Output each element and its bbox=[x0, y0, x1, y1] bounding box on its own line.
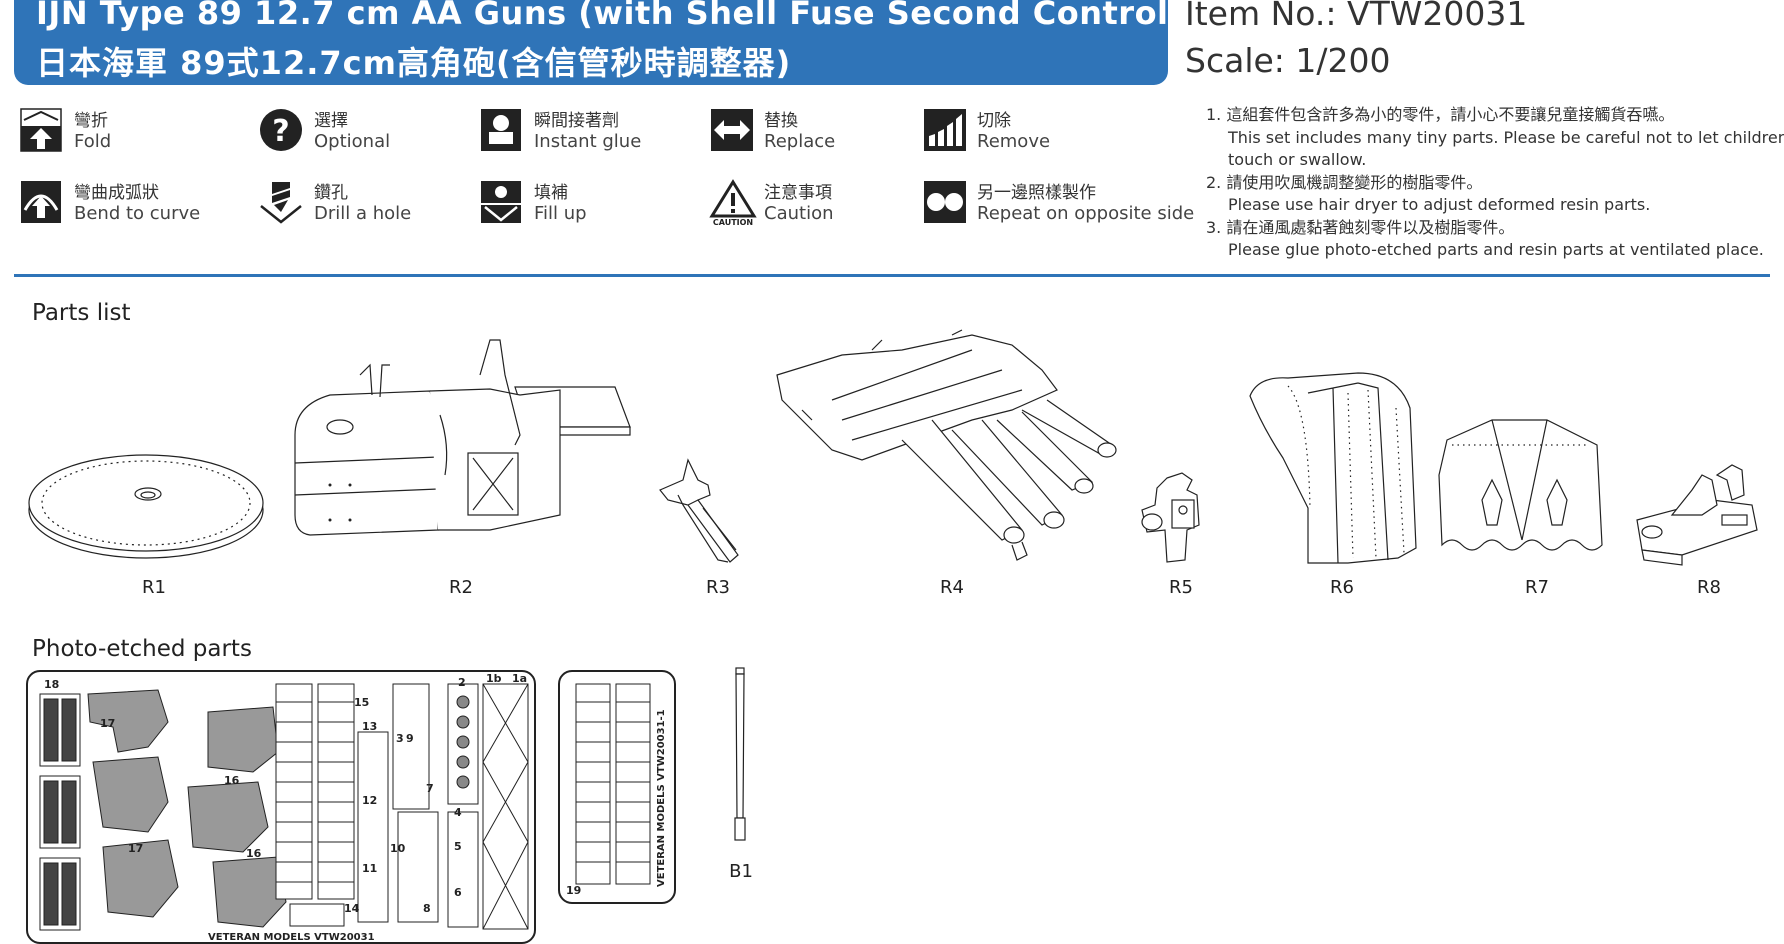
part-r6-label: R6 bbox=[1330, 577, 1354, 598]
pe-num-15: 15 bbox=[354, 696, 369, 709]
pe-num-19: 19 bbox=[566, 884, 581, 897]
title-banner: IJN Type 89 12.7 cm AA Guns (with Shell … bbox=[14, 0, 1233, 85]
pe-num-1b: 1b bbox=[486, 672, 502, 685]
note-2-zh: 2. 請使用吹風機調整變形的樹脂零件。 bbox=[1206, 172, 1483, 192]
part-r1-label: R1 bbox=[142, 577, 166, 598]
pe-num-17b: 17 bbox=[128, 842, 143, 855]
legend-instant-glue-zh: 瞬間接著劑 bbox=[534, 111, 619, 131]
part-r7-label: R7 bbox=[1525, 577, 1549, 598]
pe-num-10: 10 bbox=[390, 842, 406, 855]
bend-to-curve-icon bbox=[21, 181, 61, 223]
optional-icon: ? bbox=[260, 109, 302, 151]
part-r3-drawing bbox=[659, 458, 739, 563]
part-r1-drawing bbox=[28, 454, 264, 559]
legend-replace-en: Replace bbox=[764, 131, 836, 152]
pe-num-2: 2 bbox=[458, 676, 466, 689]
legend-bend-zh: 彎曲成弧狀 bbox=[74, 183, 159, 203]
legend-fold-zh: 彎折 bbox=[74, 111, 108, 131]
pe-num-5: 5 bbox=[454, 840, 462, 853]
part-r5-drawing bbox=[1141, 472, 1200, 563]
legend-drill-zh: 鑽孔 bbox=[314, 183, 348, 203]
pe-num-7: 7 bbox=[426, 782, 434, 795]
legend-remove-en: Remove bbox=[977, 131, 1051, 152]
pe-num-1a: 1a bbox=[512, 672, 527, 685]
pe-fret-main-brand: VETERAN MODELS VTW20031 bbox=[208, 932, 375, 943]
pe-num-17a: 17 bbox=[100, 717, 115, 730]
pe-num-16a: 16 bbox=[224, 774, 240, 787]
part-r8-label: R8 bbox=[1697, 577, 1721, 598]
parts-list-title: Parts list bbox=[32, 300, 131, 326]
pe-num-12: 12 bbox=[362, 794, 377, 807]
pe-num-8: 8 bbox=[423, 902, 431, 915]
pe-fret-secondary-drawing: 19 VETERAN MODELS VTW20031-1 bbox=[566, 683, 667, 897]
pe-fret-main: 18 17 16 17 16 15 13 12 11 10 14 3 9 7 8… bbox=[26, 670, 536, 944]
note-2-en: Please use hair dryer to adjust deformed… bbox=[1228, 195, 1651, 214]
legend-replace-zh: 替換 bbox=[764, 111, 798, 131]
safety-notes: 1. 這組套件包含許多為小的零件，請小心不要讓兒童接觸貨吞嚥。 This set… bbox=[1206, 104, 1784, 262]
note-1-zh: 1. 這組套件包含許多為小的零件，請小心不要讓兒童接觸貨吞嚥。 bbox=[1206, 105, 1675, 124]
pe-fret-secondary: 19 VETERAN MODELS VTW20031-1 bbox=[558, 670, 676, 904]
legend-repeat-en: Repeat on opposite side bbox=[977, 203, 1195, 224]
legend-optional-zh: 選擇 bbox=[314, 111, 348, 131]
part-b1-drawing bbox=[734, 667, 746, 841]
caution-icon: CAUTION bbox=[709, 179, 757, 227]
replace-icon bbox=[711, 109, 753, 151]
pe-fret-secondary-brand: VETERAN MODELS VTW20031-1 bbox=[656, 709, 667, 887]
pe-num-6: 6 bbox=[454, 886, 462, 899]
item-number: Item No.: VTW20031 bbox=[1185, 0, 1528, 33]
photo-etched-title: Photo-etched parts bbox=[32, 636, 252, 662]
section-divider bbox=[14, 274, 1770, 277]
note-1-en-line1: This set includes many tiny parts. Pleas… bbox=[1228, 127, 1784, 147]
fold-icon bbox=[20, 108, 62, 152]
legend-fill-zh: 填補 bbox=[534, 183, 568, 203]
legend-drill-en: Drill a hole bbox=[314, 203, 412, 224]
pe-num-16b: 16 bbox=[246, 847, 262, 860]
legend-remove-zh: 切除 bbox=[977, 111, 1011, 131]
drill-hole-icon bbox=[260, 182, 302, 224]
part-r4-drawing bbox=[776, 329, 1117, 561]
legend-optional-en: Optional bbox=[314, 131, 391, 152]
fill-up-icon bbox=[481, 181, 521, 223]
part-r3-label: R3 bbox=[706, 577, 730, 598]
scale-label: Scale: 1/200 bbox=[1185, 41, 1391, 80]
title-english: IJN Type 89 12.7 cm AA Guns (with Shell … bbox=[36, 0, 1234, 32]
note-3-en: Please glue photo-etched parts and resin… bbox=[1228, 240, 1764, 259]
pe-num-14: 14 bbox=[344, 902, 360, 915]
caution-icon-text: CAUTION bbox=[713, 218, 753, 227]
part-r2-label: R2 bbox=[449, 577, 473, 598]
part-r4-label: R4 bbox=[940, 577, 964, 598]
legend-fill-en: Fill up bbox=[534, 203, 587, 224]
repeat-opposite-icon bbox=[924, 181, 966, 223]
legend-caution-en: Caution bbox=[764, 203, 834, 224]
pe-num-18: 18 bbox=[44, 678, 59, 691]
instant-glue-icon bbox=[481, 109, 521, 151]
title-chinese: 日本海軍 89式12.7cm高角砲(含信管秒時調整器) bbox=[36, 44, 792, 82]
remove-icon bbox=[924, 109, 966, 151]
pe-num-3: 3 bbox=[396, 732, 404, 745]
pe-num-11: 11 bbox=[362, 862, 377, 875]
legend-repeat-zh: 另一邊照樣製作 bbox=[977, 183, 1096, 203]
part-r5-label: R5 bbox=[1169, 577, 1193, 598]
pe-fret-main-drawing: 18 17 16 17 16 15 13 12 11 10 14 3 9 7 8… bbox=[39, 672, 529, 943]
svg-text:?: ? bbox=[272, 114, 289, 149]
part-r8-drawing bbox=[1636, 464, 1758, 566]
part-r7-drawing bbox=[1438, 419, 1603, 551]
pe-num-4: 4 bbox=[454, 806, 462, 819]
legend-bend-en: Bend to curve bbox=[74, 203, 201, 224]
legend-caution-zh: 注意事項 bbox=[764, 183, 832, 203]
note-3-zh: 3. 請在通風處黏著蝕刻零件以及樹脂零件。 bbox=[1206, 217, 1515, 237]
part-r2-drawing bbox=[294, 339, 631, 536]
pe-num-13: 13 bbox=[362, 720, 377, 733]
note-1-en-line2: touch or swallow. bbox=[1228, 150, 1367, 169]
part-r6-drawing bbox=[1249, 372, 1417, 564]
legend-instant-glue-en: Instant glue bbox=[534, 131, 642, 152]
legend-fold-en: Fold bbox=[74, 131, 112, 152]
pe-num-9: 9 bbox=[406, 732, 414, 745]
part-b1-label: B1 bbox=[729, 861, 753, 882]
